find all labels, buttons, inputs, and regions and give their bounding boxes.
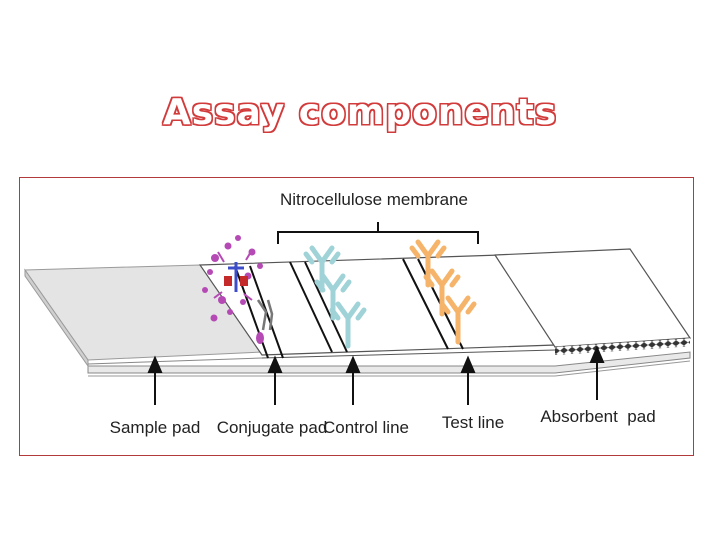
control-antibodies [303, 245, 367, 349]
absorbent-pad-shape [493, 248, 692, 355]
membrane-bracket [277, 222, 479, 244]
backing-strip [87, 351, 691, 377]
diagram-frame [19, 177, 694, 456]
control-line-marks [289, 261, 348, 353]
label-conjugate-pad: Conjugate pad [217, 418, 328, 437]
label-control-line: Control line [323, 418, 409, 437]
membrane-shape [198, 254, 557, 359]
label-sample-pad: Sample pad [110, 418, 201, 437]
label-test-line: Test line [442, 413, 504, 432]
conjugate-particles [202, 235, 274, 344]
label-nitrocellulose-membrane: Nitrocellulose membrane [280, 190, 468, 209]
label-absorbent-pad: Absorbent pad [540, 407, 655, 426]
test-antibodies [409, 239, 477, 345]
slide-title: Assay components [162, 92, 558, 133]
label-arrows [147, 345, 605, 405]
